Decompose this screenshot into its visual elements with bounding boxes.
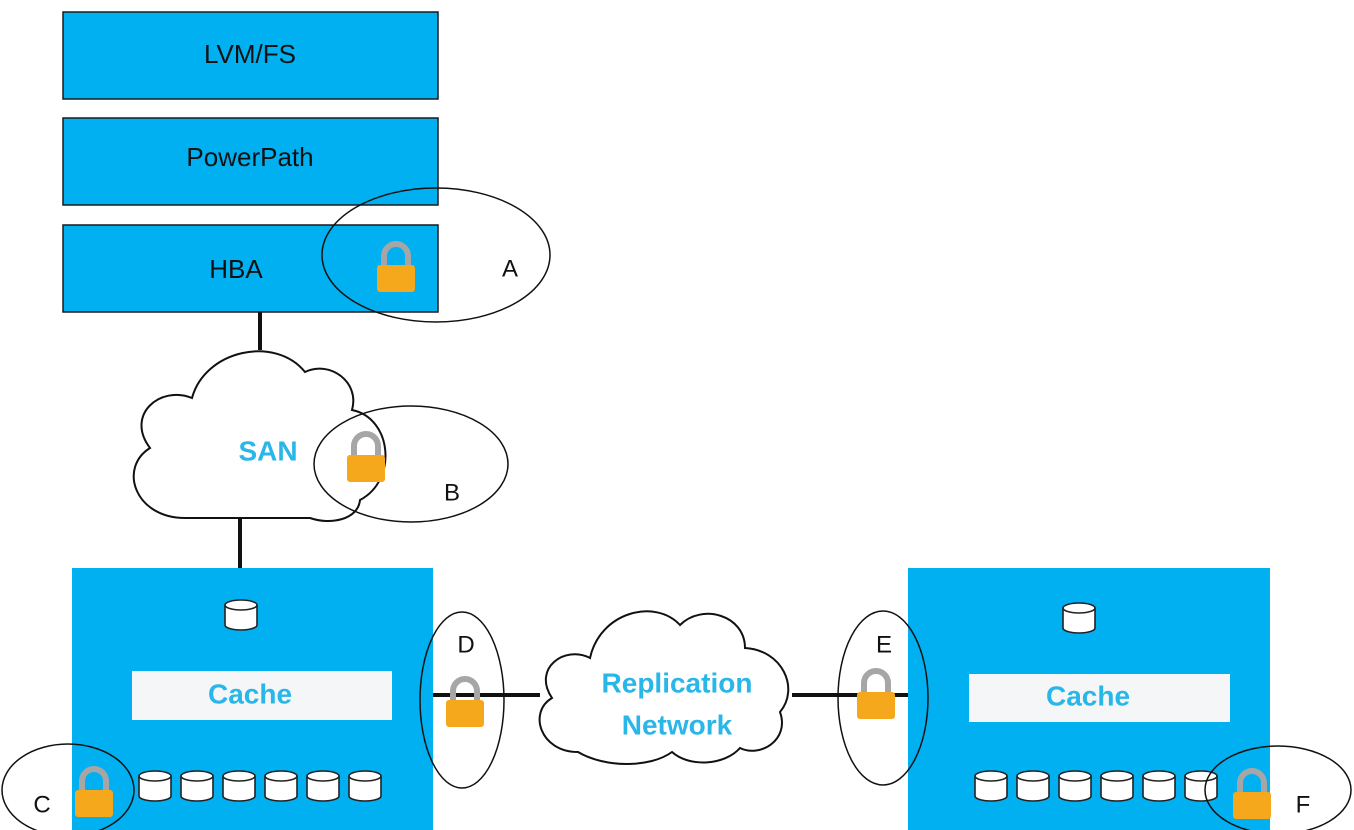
callout-c-label: C bbox=[33, 791, 50, 818]
replication-cloud-icon bbox=[538, 610, 790, 765]
powerpath-layer: PowerPath bbox=[62, 117, 439, 206]
right-replication-lock-icon bbox=[857, 671, 895, 719]
disk-icon bbox=[1184, 770, 1218, 802]
san-cloud-icon bbox=[132, 350, 387, 522]
left-cache-bar bbox=[132, 671, 392, 720]
san-label: SAN bbox=[238, 435, 297, 466]
disk-icon bbox=[1100, 770, 1134, 802]
lvm-fs-layer: LVM/FS bbox=[62, 11, 439, 100]
disk-icon bbox=[974, 770, 1008, 802]
disk-icon bbox=[1016, 770, 1050, 802]
callout-f-ellipse bbox=[1204, 745, 1352, 830]
left-front-end-disk-icon bbox=[224, 599, 258, 631]
right-cache-label: Cache bbox=[1046, 680, 1130, 711]
disk-icon bbox=[222, 770, 256, 802]
callout-d-label: D bbox=[457, 631, 474, 658]
disk-icon bbox=[1058, 770, 1092, 802]
lvm-fs-label: LVM/FS bbox=[204, 39, 296, 69]
callout-d-ellipse bbox=[419, 611, 505, 789]
callout-b-label: B bbox=[444, 479, 460, 506]
powerpath-label: PowerPath bbox=[186, 142, 313, 172]
callout-b-ellipse bbox=[313, 405, 509, 523]
replication-label-line1: Replication bbox=[602, 667, 753, 698]
right-cache-bar bbox=[969, 674, 1230, 722]
hba-label: HBA bbox=[209, 254, 263, 284]
disk-icon bbox=[306, 770, 340, 802]
callout-a-ellipse bbox=[321, 187, 551, 323]
right-front-end-disk-icon bbox=[1062, 602, 1096, 634]
left-cache-label: Cache bbox=[208, 678, 292, 709]
disk-icon bbox=[1142, 770, 1176, 802]
callout-e-ellipse bbox=[837, 610, 929, 786]
callout-a-label: A bbox=[502, 255, 518, 282]
callout-e-label: E bbox=[876, 631, 892, 658]
callout-f-label: F bbox=[1296, 791, 1311, 818]
disk-icon bbox=[264, 770, 298, 802]
replication-label-line2: Network bbox=[622, 709, 733, 740]
callout-c-ellipse bbox=[1, 743, 135, 830]
disk-icon bbox=[180, 770, 214, 802]
disk-icon bbox=[348, 770, 382, 802]
left-replication-lock-icon bbox=[446, 679, 484, 727]
hba-layer: HBA bbox=[62, 224, 439, 313]
disk-icon bbox=[138, 770, 172, 802]
